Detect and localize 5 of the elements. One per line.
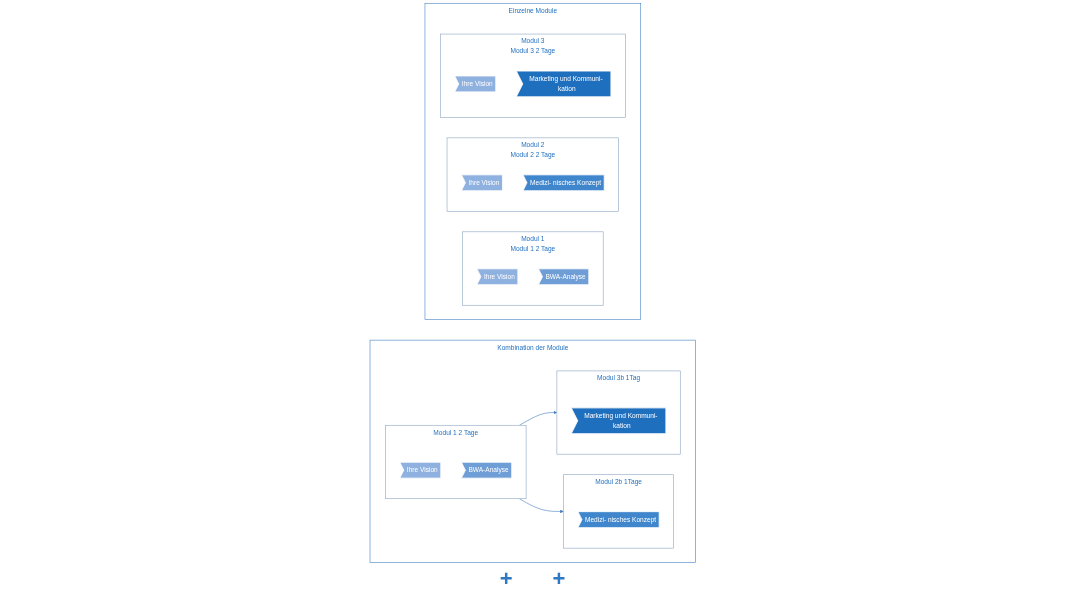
cluster [556,370,681,455]
plus-sign: + [499,565,513,593]
cluster [384,424,527,499]
plus-sign: + [552,565,566,593]
cluster [562,474,674,549]
